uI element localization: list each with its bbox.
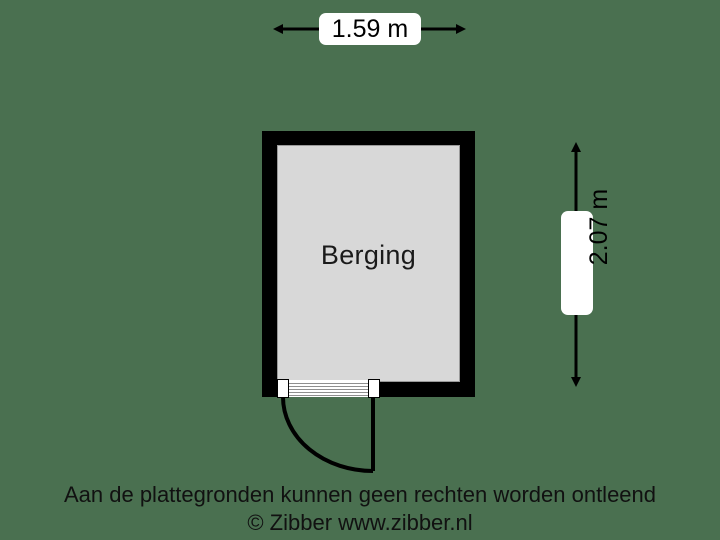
- footer: Aan de plattegronden kunnen geen rechten…: [0, 481, 720, 537]
- height-dimension-label: 2.07 m: [561, 189, 613, 315]
- width-dimension-label: 1.59 m: [319, 13, 421, 45]
- height-dimension-label-text: 2.07 m: [585, 188, 614, 266]
- door-threshold: [289, 381, 368, 396]
- footer-disclaimer: Aan de plattegronden kunnen geen rechten…: [63, 482, 657, 507]
- door-jamb-left: [277, 379, 289, 398]
- door-jamb-right: [368, 379, 380, 398]
- door-swing-arc: [281, 396, 374, 473]
- footer-copyright: © Zibber www.zibber.nl: [247, 510, 473, 535]
- room-interior-berging[interactable]: [277, 145, 460, 382]
- room-label-berging: Berging: [320, 240, 417, 270]
